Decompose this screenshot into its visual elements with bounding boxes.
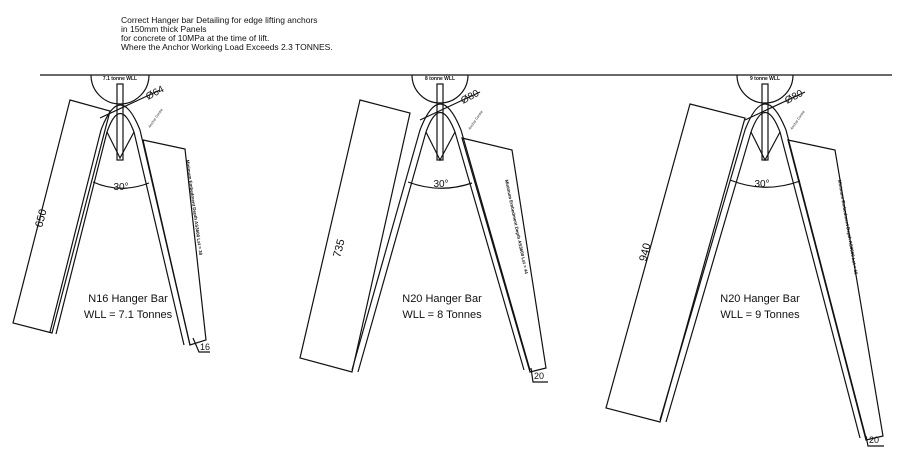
bar-wll: WLL = 7.1 Tonnes xyxy=(84,309,173,321)
diameter-leader xyxy=(744,91,806,121)
detail-n16: 7.1 tonne WLL Ø64 Anchor Centre 30° 650 … xyxy=(12,74,210,353)
angle-arc xyxy=(92,181,150,189)
drawing-notes: Correct Hanger bar Detailing for edge li… xyxy=(121,16,333,52)
bar-wll: WLL = 9 Tonnes xyxy=(720,309,800,321)
bar-dia-label: 16 xyxy=(200,342,210,352)
left-panel-section xyxy=(12,99,111,334)
note-line: for concrete of 10MPa at the time of lif… xyxy=(121,33,270,43)
anchor-label: 9 tonne WLL xyxy=(750,76,780,82)
hook-lines xyxy=(106,131,135,160)
right-panel-section xyxy=(461,137,547,373)
length-label: 940 xyxy=(637,242,653,263)
anchor-label: 8 tonne WLL xyxy=(425,76,455,82)
diameter-leader xyxy=(419,91,481,121)
detail-n20-9t: 9 tonne WLL Ø80 Anchor Centre 30° 940 Mi… xyxy=(605,74,884,447)
diameter-label: Ø80 xyxy=(783,88,805,107)
hanger-bar xyxy=(659,103,867,439)
bar-dia-label: 20 xyxy=(869,435,879,445)
left-panel-section xyxy=(299,99,411,373)
anchor-recess xyxy=(90,74,150,105)
angle-label: 30° xyxy=(433,179,448,190)
left-panel-section xyxy=(605,103,746,423)
leader-label: Anchor Centre xyxy=(468,110,484,131)
length-label: 735 xyxy=(331,238,347,259)
hook-lines xyxy=(425,131,456,162)
angle-arc xyxy=(729,179,801,188)
angle-arc xyxy=(407,181,473,189)
note-line: Correct Hanger bar Detailing for edge li… xyxy=(121,15,318,25)
angle-label: 30° xyxy=(113,182,128,193)
bar-dia-box xyxy=(192,337,210,353)
hook-lines xyxy=(750,131,781,162)
anchor-recess xyxy=(411,74,469,104)
leader-label: Anchor Centre xyxy=(148,108,164,129)
hanger-bar xyxy=(351,103,531,373)
bar-dia-box xyxy=(530,367,548,383)
anchor-label: 7.1 tonne WLL xyxy=(103,76,137,82)
bar-dia-label: 20 xyxy=(534,371,544,381)
bar-title: N20 Hanger Bar xyxy=(720,293,800,305)
detail-n20-8t: 8 tonne WLL Ø80 Anchor Centre 30° 735 Mi… xyxy=(299,74,548,383)
note-line: Where the Anchor Working Load Exceeds 2.… xyxy=(121,42,333,52)
anchor xyxy=(761,83,769,161)
hanger-bar xyxy=(49,104,191,346)
diameter-label: Ø64 xyxy=(144,84,166,103)
length-label: 650 xyxy=(33,208,49,229)
anchor xyxy=(436,83,444,161)
diameter-leader xyxy=(99,89,161,119)
note-line: in 150mm thick Panels xyxy=(121,24,207,34)
right-panel-section xyxy=(787,139,884,441)
bar-title: N16 Hanger Bar xyxy=(88,293,168,305)
anchor-recess xyxy=(736,74,794,104)
bar-dia-box xyxy=(865,435,884,447)
bar-wll: WLL = 8 Tonnes xyxy=(402,309,482,321)
anchor xyxy=(116,83,124,161)
leader-label: Anchor Centre xyxy=(790,110,806,131)
angle-label: 30° xyxy=(754,179,769,190)
bar-title: N20 Hanger Bar xyxy=(402,293,482,305)
